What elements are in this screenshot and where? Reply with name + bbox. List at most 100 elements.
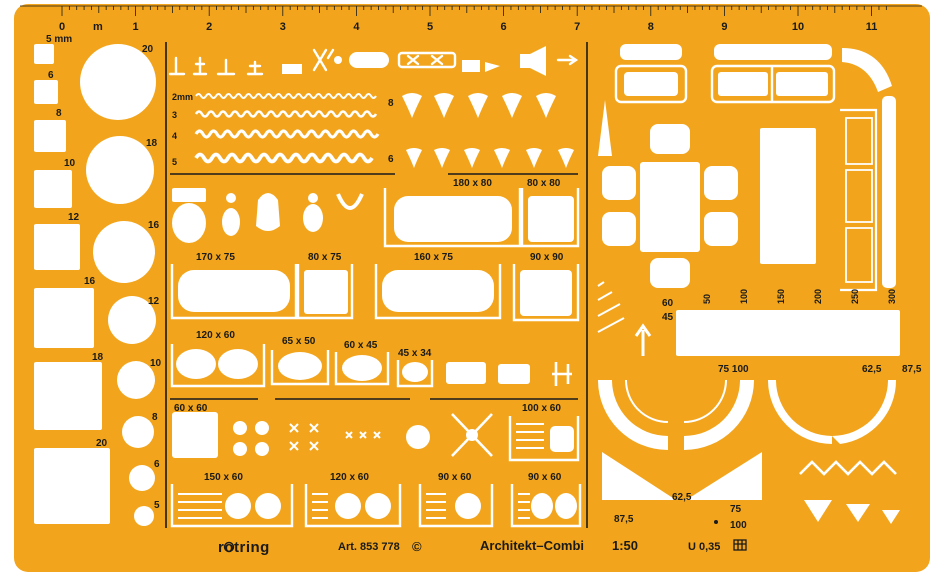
door-scale-labels: 50 100 150 200 250 300 [702, 289, 897, 304]
ruler-unit-label: m [93, 21, 103, 33]
sink-symbol-small [464, 148, 480, 168]
dim-160x75: 160 x 75 [414, 252, 453, 263]
sink-symbol-large [536, 93, 556, 118]
sink-symbol-large [402, 93, 422, 118]
square-size-label: 12 [68, 212, 80, 223]
ruler-number: 11 [866, 21, 878, 33]
square-cutout [34, 288, 94, 348]
square-size-label: 18 [92, 352, 104, 363]
dim-180x80: 180 x 80 [453, 178, 492, 189]
square-label-5mm: 5 mm [46, 34, 72, 45]
dim-45x34: 45 x 34 [398, 348, 432, 359]
dim-90x90: 90 x 90 [530, 252, 564, 263]
dim-90x60: 90 x 60 [438, 472, 472, 483]
bathroom-fixtures [172, 188, 580, 248]
ruler-number: 2 [206, 21, 212, 33]
dim-90x60-second: 90 x 60 [528, 472, 562, 483]
dim-150x60: 150 x 60 [204, 472, 243, 483]
brand-name: rotring [218, 539, 270, 556]
square-cutout [34, 120, 66, 152]
sink-symbols [402, 93, 574, 168]
square-size-label: 16 [84, 276, 96, 287]
symbols-row [168, 46, 579, 76]
pen-spec: U 0,35 [688, 541, 720, 553]
furniture-symbols [597, 44, 900, 524]
label-60: 60 [662, 298, 674, 309]
circle-size-label: 20 [142, 44, 154, 55]
wave-line [194, 129, 380, 139]
label-100: 100 [730, 520, 747, 531]
square-size-label: 10 [64, 158, 76, 169]
wave-line [194, 110, 378, 118]
line-width-labels: 2mm 3 4 5 [172, 92, 193, 167]
square-size-label: 20 [96, 438, 108, 449]
washbasins [170, 344, 572, 388]
circle-size-label: 8 [152, 412, 158, 423]
top-ruler [20, 5, 922, 16]
dim-100x60: 100 x 60 [522, 403, 561, 414]
door-scale-label: 100 [739, 289, 749, 304]
circle-cutout [117, 361, 155, 399]
door-scale-label: 50 [702, 294, 712, 304]
bathtubs [170, 264, 580, 322]
article-number: Art. 853 778 [338, 541, 400, 553]
square-cutout [34, 224, 80, 270]
line-width-samples [194, 93, 380, 164]
circle-cutout [134, 506, 154, 526]
circle-cutout [108, 296, 156, 344]
sink-row-label-8: 8 [388, 98, 394, 109]
pen-dot [714, 520, 718, 524]
dim-170x75: 170 x 75 [196, 252, 235, 263]
dim-120x60-basin: 120 x 60 [196, 330, 235, 341]
square-size-label: 6 [48, 70, 54, 81]
copyright-symbol: © [412, 539, 422, 554]
line-width-label: 4 [172, 131, 177, 141]
dim-65x50: 65 x 50 [282, 336, 316, 347]
ruler-number: 9 [721, 21, 727, 33]
sink-symbol-large [434, 93, 454, 118]
ruler-number: 1 [133, 21, 139, 33]
circle-size-label: 12 [148, 296, 160, 307]
dim-120x60-cabinet: 120 x 60 [330, 472, 369, 483]
circle-cutouts [80, 44, 156, 526]
sink-symbol-small [558, 148, 574, 168]
square-cutout [34, 170, 72, 208]
square-cutout [34, 44, 54, 64]
door-scale-label: 150 [776, 289, 786, 304]
circle-cutout [93, 221, 155, 283]
circle-size-label: 5 [154, 500, 160, 511]
square-cutouts [34, 44, 110, 524]
line-width-label: 2mm [172, 92, 193, 102]
ruler-number: 6 [501, 21, 507, 33]
door-scale-label: 250 [850, 289, 860, 304]
circle-cutout [122, 416, 154, 448]
dim-80x80: 80 x 80 [527, 178, 561, 189]
sink-row-label-6: 6 [388, 154, 394, 165]
door-scale-label: 300 [887, 289, 897, 304]
ruler-number: 7 [574, 21, 580, 33]
line-width-label: 5 [172, 157, 177, 167]
label-87-5-bottom: 87,5 [614, 514, 634, 525]
circle-size-label: 16 [148, 220, 160, 231]
kitchen-symbols [172, 412, 580, 462]
label-87-5-top: 87,5 [902, 364, 922, 375]
scale-label: 1:50 [612, 538, 638, 553]
circle-cutout [86, 136, 154, 204]
circle-size-label: 18 [146, 138, 158, 149]
door-scale-label: 200 [813, 289, 823, 304]
wave-line [195, 93, 377, 99]
sink-symbol-small [494, 148, 510, 168]
line-width-label: 3 [172, 110, 177, 120]
dim-60x45: 60 x 45 [344, 340, 378, 351]
sink-symbol-small [526, 148, 542, 168]
cabinet-symbols [170, 484, 582, 528]
label-75: 75 [730, 504, 742, 515]
dim-60x60: 60 x 60 [174, 403, 208, 414]
ruler-number: 0 [59, 21, 65, 33]
brand-logo: rotring [218, 539, 270, 556]
